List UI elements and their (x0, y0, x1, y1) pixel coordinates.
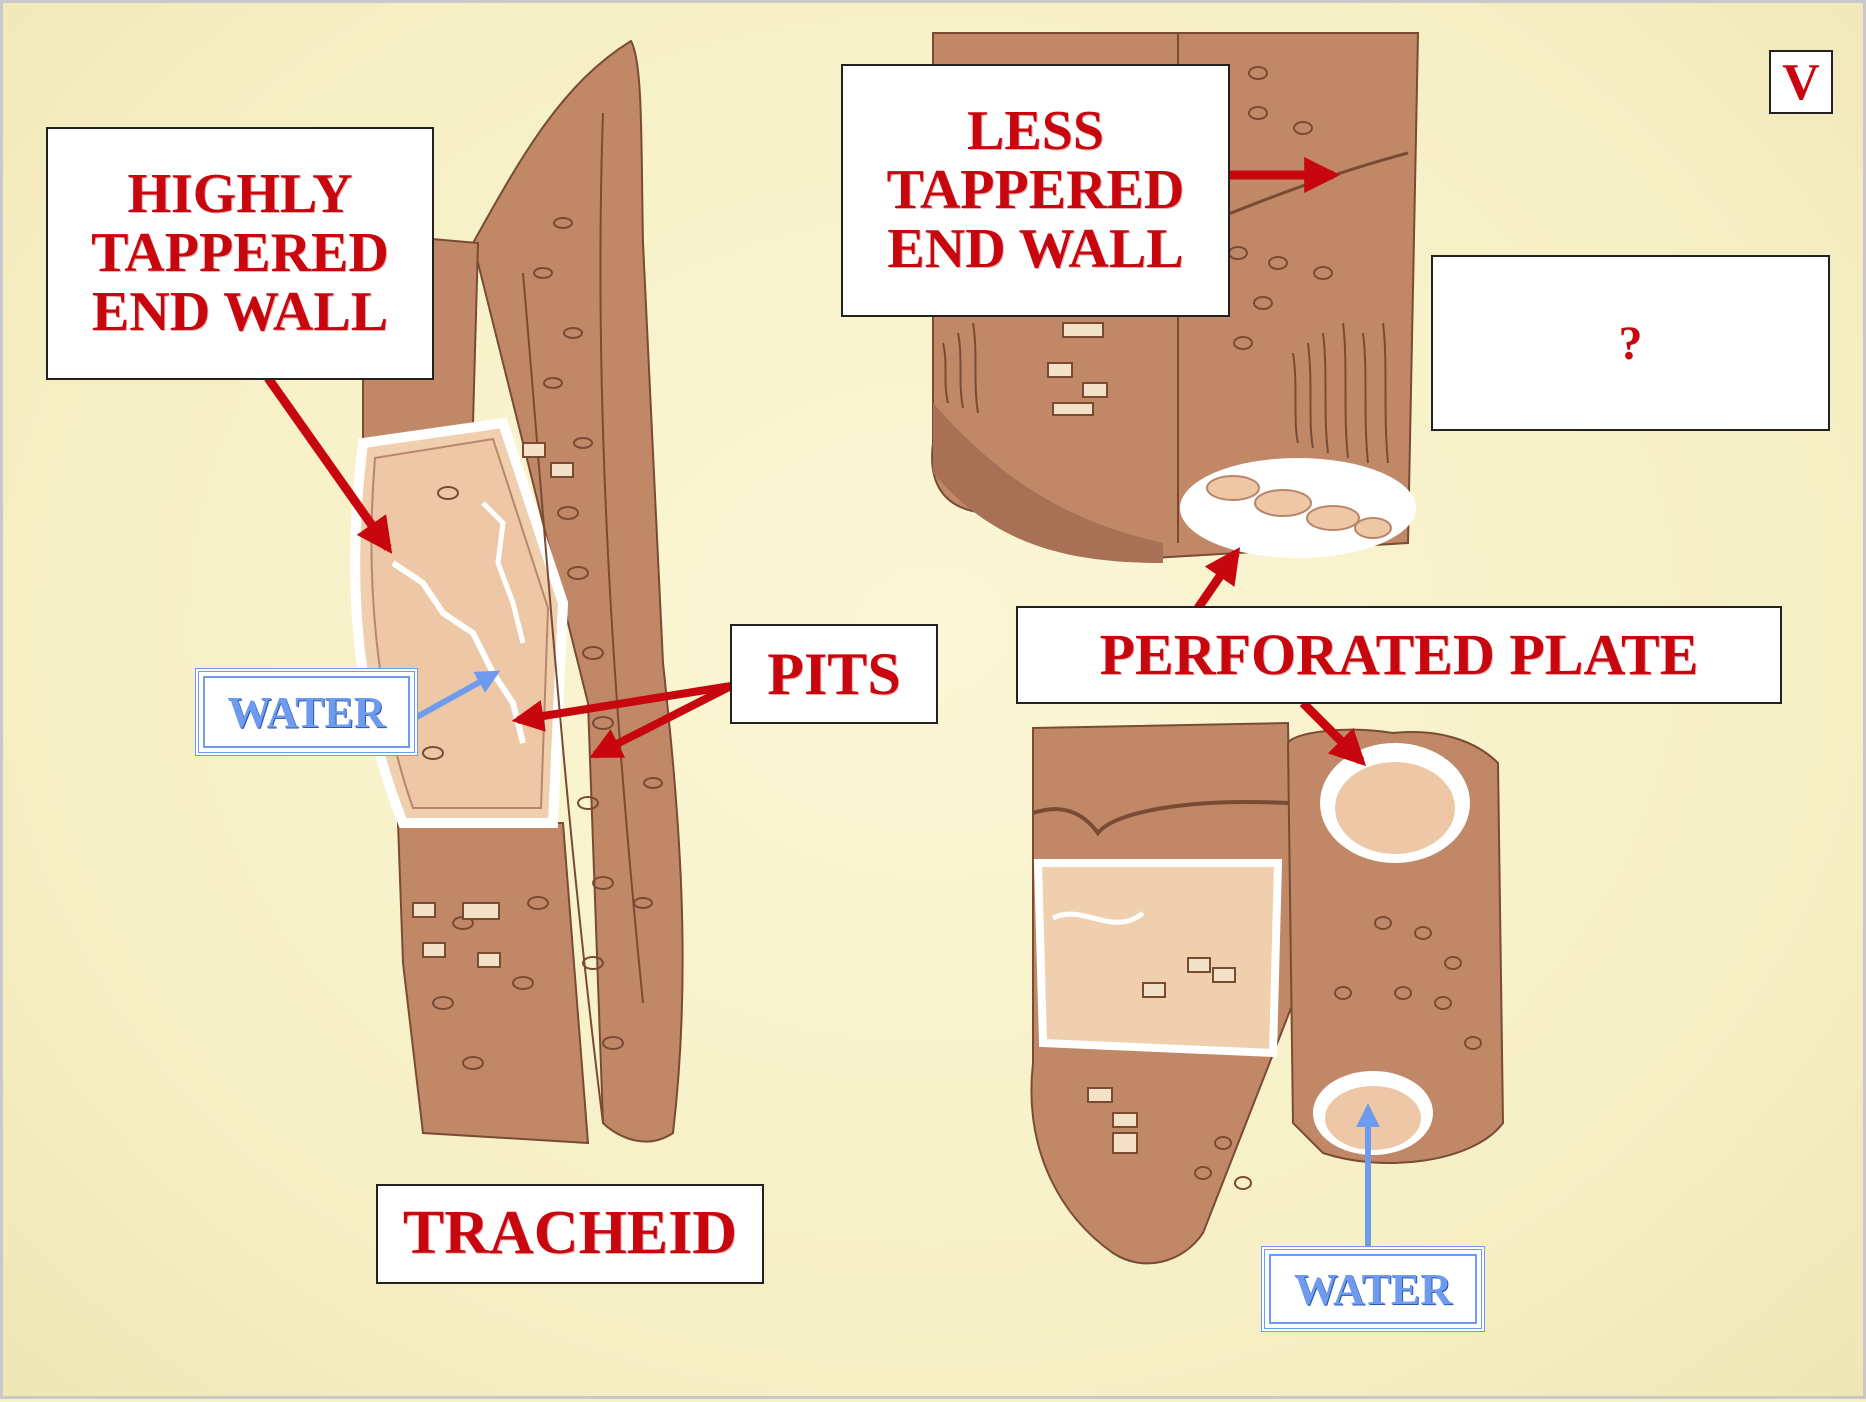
question-box: ? (1431, 255, 1830, 431)
arrow-perforated-up (1198, 553, 1236, 608)
label-highly-tappered-end-wall: HIGHLY TAPPERED END WALL (46, 127, 434, 380)
label-pits: PITS (730, 624, 938, 724)
vessel-lower-illustration (1031, 723, 1503, 1263)
label-perforated-plate: PERFORATED PLATE (1016, 606, 1782, 704)
label-water-right: WATER (1261, 1246, 1485, 1332)
label-water-left: WATER (195, 668, 418, 756)
label-tracheid: TRACHEID (376, 1184, 764, 1284)
label-less-tappered-end-wall: LESS TAPPERED END WALL (841, 64, 1230, 317)
corner-mark-box: V (1769, 50, 1833, 114)
